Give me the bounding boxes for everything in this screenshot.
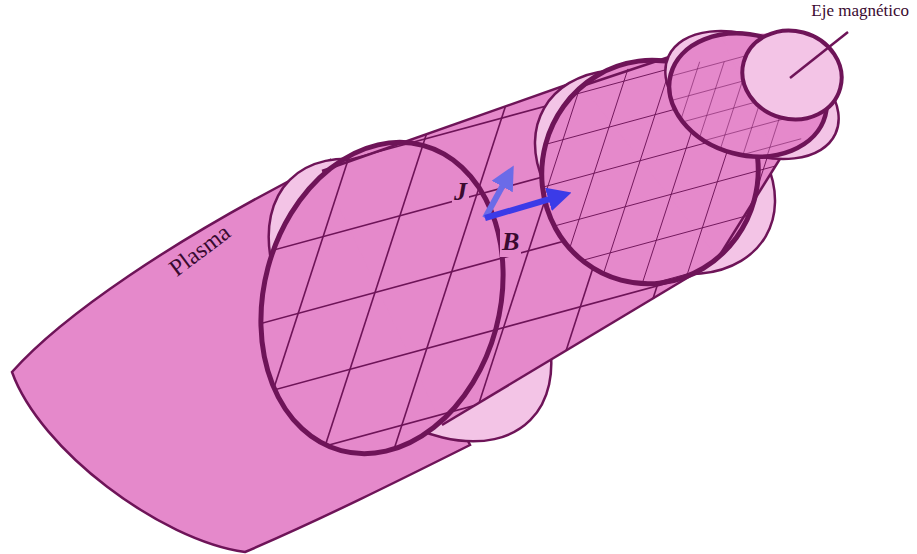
axis-label: Eje magnético — [809, 2, 911, 21]
field-label: B — [500, 228, 521, 257]
current-label: J — [452, 178, 469, 207]
